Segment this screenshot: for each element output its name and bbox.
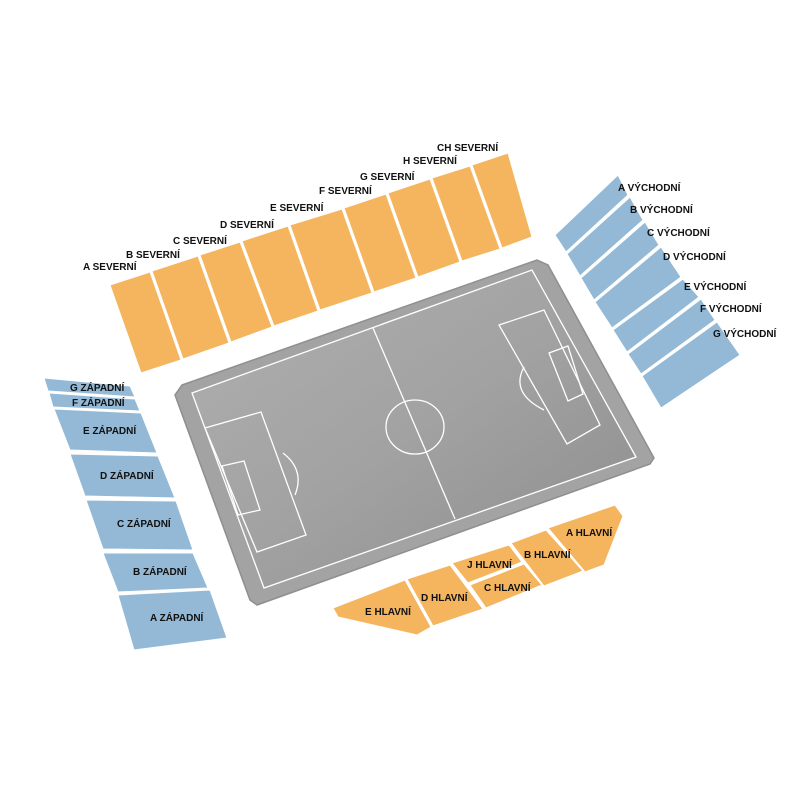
pitch-surface	[192, 270, 636, 588]
centre-circle	[385, 399, 445, 455]
label-h-severni: H SEVERNÍ	[403, 154, 457, 167]
sector-e-zapadni[interactable]	[53, 408, 158, 454]
sector-d-hlavni[interactable]	[406, 564, 484, 627]
sideline-outline	[191, 269, 637, 589]
sector-f-severni[interactable]	[343, 193, 417, 293]
sector-h-severni[interactable]	[431, 165, 501, 262]
sector-c-hlavni[interactable]	[469, 563, 543, 609]
penalty-area-left	[204, 411, 307, 553]
football-pitch	[174, 259, 655, 606]
sector-b-zapadni[interactable]	[102, 552, 209, 593]
label-ch-severni: CH SEVERNÍ	[437, 141, 498, 154]
sector-d-severni[interactable]	[241, 225, 319, 327]
north-stand: A SEVERNÍ B SEVERNÍ C SEVERNÍ D SEVERNÍ …	[83, 141, 533, 374]
label-a-hlavni: A HLAVNÍ	[566, 526, 612, 539]
label-e-severni: E SEVERNÍ	[270, 201, 324, 214]
sector-j-hlavni[interactable]	[451, 544, 523, 584]
sector-a-zapadni[interactable]	[117, 589, 228, 651]
goal-area-left	[221, 460, 261, 516]
label-a-zapadni: A ZÁPADNÍ	[150, 611, 204, 624]
west-stand: G ZÁPADNÍ F ZÁPADNÍ E ZÁPADNÍ D ZÁPADNÍ …	[43, 377, 228, 651]
label-d-vychodni: D VÝCHODNÍ	[663, 250, 726, 263]
label-g-vychodni: G VÝCHODNÍ	[713, 327, 777, 340]
label-e-hlavni: E HLAVNÍ	[365, 605, 411, 618]
sector-ch-severni[interactable]	[471, 152, 533, 249]
label-j-hlavni: J HLAVNÍ	[467, 558, 512, 571]
label-g-zapadni: G ZÁPADNÍ	[70, 381, 124, 394]
label-f-zapadni: F ZÁPADNÍ	[72, 396, 125, 409]
label-c-severni: C SEVERNÍ	[173, 234, 227, 247]
sector-d-vychodni[interactable]	[594, 246, 682, 329]
main-stand: E HLAVNÍ D HLAVNÍ J HLAVNÍ C HLAVNÍ B HL…	[332, 504, 624, 636]
label-d-severni: D SEVERNÍ	[220, 218, 274, 231]
sector-f-vychodni[interactable]	[627, 298, 716, 375]
sector-b-severni[interactable]	[151, 255, 230, 360]
sector-e-hlavni[interactable]	[332, 579, 432, 636]
label-a-severni: A SEVERNÍ	[83, 260, 137, 273]
sector-c-vychodni[interactable]	[580, 221, 660, 301]
sector-e-vychodni[interactable]	[612, 278, 700, 353]
sector-f-zapadni[interactable]	[48, 392, 141, 412]
sector-e-severni[interactable]	[289, 208, 373, 311]
sector-a-hlavni[interactable]	[547, 504, 624, 573]
label-c-hlavni: C HLAVNÍ	[484, 581, 531, 594]
sector-g-zapadni[interactable]	[43, 377, 136, 398]
goal-area-right	[548, 345, 584, 402]
penalty-arc-right	[519, 366, 545, 411]
penalty-area-right	[498, 309, 601, 445]
label-e-vychodni: E VÝCHODNÍ	[684, 280, 746, 293]
label-g-severni: G SEVERNÍ	[360, 170, 415, 183]
sector-g-severni[interactable]	[387, 178, 461, 278]
label-c-zapadni: C ZÁPADNÍ	[117, 517, 171, 530]
sector-b-hlavni[interactable]	[510, 529, 584, 587]
label-b-hlavni: B HLAVNÍ	[524, 548, 571, 561]
label-b-zapadni: B ZÁPADNÍ	[133, 565, 187, 578]
label-b-severni: B SEVERNÍ	[126, 248, 180, 261]
label-e-zapadni: E ZÁPADNÍ	[83, 424, 136, 437]
sector-a-vychodni[interactable]	[554, 174, 629, 253]
sector-c-severni[interactable]	[199, 241, 273, 343]
sector-d-zapadni[interactable]	[69, 453, 176, 499]
penalty-arc-left	[282, 452, 299, 496]
sector-c-zapadni[interactable]	[85, 499, 194, 551]
halfway-line	[372, 327, 456, 520]
east-stand: A VÝCHODNÍ B VÝCHODNÍ C VÝCHODNÍ D VÝCHO…	[554, 174, 777, 409]
label-b-vychodni: B VÝCHODNÍ	[630, 203, 693, 216]
label-d-hlavni: D HLAVNÍ	[421, 591, 468, 604]
sector-a-severni[interactable]	[109, 271, 182, 374]
label-c-vychodni: C VÝCHODNÍ	[647, 226, 710, 239]
sector-g-vychodni[interactable]	[641, 321, 741, 409]
label-f-severni: F SEVERNÍ	[319, 184, 372, 197]
label-a-vychodni: A VÝCHODNÍ	[618, 181, 681, 194]
label-f-vychodni: F VÝCHODNÍ	[700, 302, 762, 315]
label-d-zapadni: D ZÁPADNÍ	[100, 469, 154, 482]
sector-b-vychodni[interactable]	[566, 196, 644, 277]
